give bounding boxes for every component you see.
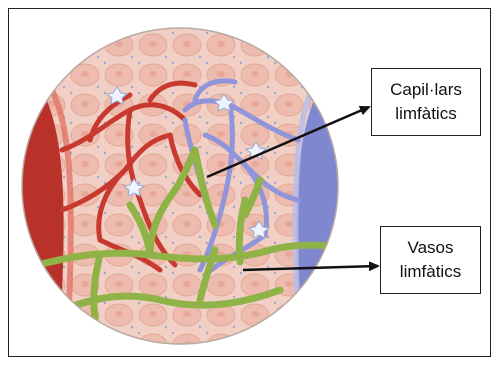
vessels-label-box: Vasos limfàtics (380, 226, 481, 294)
vessels-label-line2: limfàtics (400, 260, 461, 284)
capillaries-label-box: Capil·lars limfàtics (371, 68, 481, 136)
capillaries-label-line2: limfàtics (395, 102, 456, 126)
vessels-label-line1: Vasos (408, 236, 454, 260)
capillaries-label-line1: Capil·lars (390, 78, 462, 102)
